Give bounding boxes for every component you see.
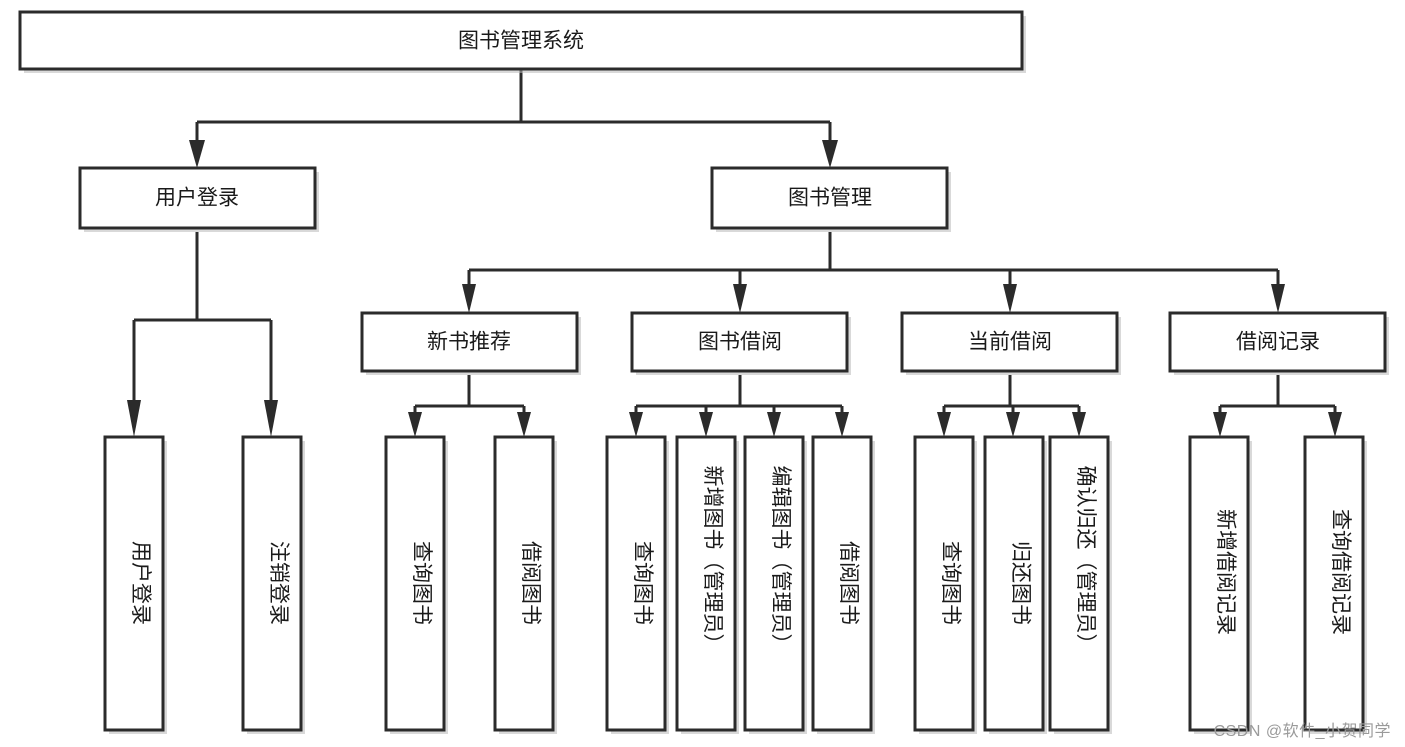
arrowhead-record — [1271, 284, 1285, 313]
node-record-box[interactable] — [1168, 311, 1387, 373]
node-leaf-1[interactable]: 用户登录 — [103, 435, 167, 734]
arrowhead-leaf-11 — [1072, 412, 1086, 437]
node-leaf-5[interactable]: 查询图书 — [605, 435, 669, 734]
node-leaf-5-box[interactable] — [605, 435, 667, 732]
node-leaf-13-box[interactable] — [1303, 435, 1365, 732]
node-leaf-1-box[interactable] — [103, 435, 165, 732]
node-leaf-1-label: 用户登录 — [129, 541, 152, 625]
node-leaf-12-box[interactable] — [1188, 435, 1250, 732]
node-leaf-9-box[interactable] — [913, 435, 975, 732]
arrowhead-leaf-4 — [517, 412, 531, 437]
node-current-label: 当前借阅 — [968, 331, 1052, 354]
node-leaf-4-label: 借阅图书 — [519, 541, 542, 625]
node-leaf-7-box[interactable] — [743, 435, 805, 732]
node-leaf-11-label: 确认归还（管理员） — [1074, 466, 1097, 655]
node-bookmgmt-label: 图书管理 — [788, 187, 872, 210]
node-leaf-10[interactable]: 归还图书 — [983, 435, 1047, 734]
node-current[interactable]: 当前借阅 — [900, 311, 1121, 375]
node-record[interactable]: 借阅记录 — [1168, 311, 1389, 375]
node-leaf-10-label: 归还图书 — [1009, 541, 1032, 625]
node-login-label: 用户登录 — [155, 187, 239, 210]
node-newbook[interactable]: 新书推荐 — [360, 311, 581, 375]
node-newbook-label: 新书推荐 — [427, 331, 511, 354]
arrowhead-leaf-5 — [629, 412, 643, 437]
node-leaf-4[interactable]: 借阅图书 — [493, 435, 557, 734]
node-leaf-7[interactable]: 编辑图书（管理员） — [743, 435, 807, 734]
node-leaf-11[interactable]: 确认归还（管理员） — [1048, 435, 1112, 734]
node-leaf-6[interactable]: 新增图书（管理员） — [675, 435, 739, 734]
node-leaf-4-box[interactable] — [493, 435, 555, 732]
arrowhead-bookmgmt — [822, 140, 838, 168]
arrowhead-leaf-6 — [699, 412, 713, 437]
node-leaf-10-box[interactable] — [983, 435, 1045, 732]
node-newbook-box[interactable] — [360, 311, 579, 373]
node-login[interactable]: 用户登录 — [78, 166, 319, 232]
node-record-label: 借阅记录 — [1236, 331, 1320, 354]
node-leaf-2-label: 注销登录 — [267, 541, 290, 625]
node-current-box[interactable] — [900, 311, 1119, 373]
arrowhead-leaf-9 — [937, 412, 951, 437]
arrowhead-leaf-8 — [835, 412, 849, 437]
arrowhead-borrow — [733, 284, 747, 313]
node-leaf-6-label: 新增图书（管理员） — [701, 466, 724, 655]
node-leaf-9[interactable]: 查询图书 — [913, 435, 977, 734]
arrowhead-leaf-1 — [127, 400, 141, 437]
arrowhead-login — [189, 140, 205, 168]
arrowhead-current — [1003, 284, 1017, 313]
node-leaf-7-label: 编辑图书（管理员） — [769, 466, 792, 655]
node-leaf-3-label: 查询图书 — [410, 541, 433, 625]
node-leaf-13-label: 查询借阅记录 — [1329, 509, 1352, 635]
node-leaf-2-box[interactable] — [241, 435, 303, 732]
node-borrow-box[interactable] — [630, 311, 849, 373]
node-leaf-6-box[interactable] — [675, 435, 737, 732]
node-root-label: 图书管理系统 — [458, 30, 584, 53]
leaf-nodes-layer: 用户登录 注销登录 查询图书 借阅图书 查询图书 — [103, 435, 1367, 734]
node-leaf-3-box[interactable] — [384, 435, 446, 732]
arrowhead-leaf-3 — [408, 412, 422, 437]
node-borrow[interactable]: 图书借阅 — [630, 311, 851, 375]
node-leaf-12[interactable]: 新增借阅记录 — [1188, 435, 1252, 734]
node-root-box[interactable] — [18, 10, 1024, 71]
node-leaf-8-label: 借阅图书 — [837, 541, 860, 625]
arrowhead-leaf-2 — [264, 400, 278, 437]
node-leaf-12-label: 新增借阅记录 — [1214, 509, 1237, 635]
node-leaf-8[interactable]: 借阅图书 — [811, 435, 875, 734]
node-leaf-11-box[interactable] — [1048, 435, 1110, 732]
connectors-layer — [127, 69, 1342, 437]
node-borrow-label: 图书借阅 — [698, 331, 782, 354]
arrowhead-leaf-10 — [1006, 412, 1020, 437]
node-leaf-5-label: 查询图书 — [631, 541, 654, 625]
arrowhead-newbook — [462, 284, 476, 313]
node-leaf-2[interactable]: 注销登录 — [241, 435, 305, 734]
node-bookmgmt[interactable]: 图书管理 — [710, 166, 951, 232]
node-leaf-9-label: 查询图书 — [939, 541, 962, 625]
node-leaf-3[interactable]: 查询图书 — [384, 435, 448, 734]
node-root[interactable]: 图书管理系统 — [18, 10, 1026, 73]
node-leaf-8-box[interactable] — [811, 435, 873, 732]
arrowhead-leaf-12 — [1213, 412, 1227, 437]
node-leaf-13[interactable]: 查询借阅记录 — [1303, 435, 1367, 734]
arrowhead-leaf-13 — [1328, 412, 1342, 437]
node-login-box[interactable] — [78, 166, 317, 230]
arrowhead-leaf-7 — [767, 412, 781, 437]
node-bookmgmt-box[interactable] — [710, 166, 949, 230]
